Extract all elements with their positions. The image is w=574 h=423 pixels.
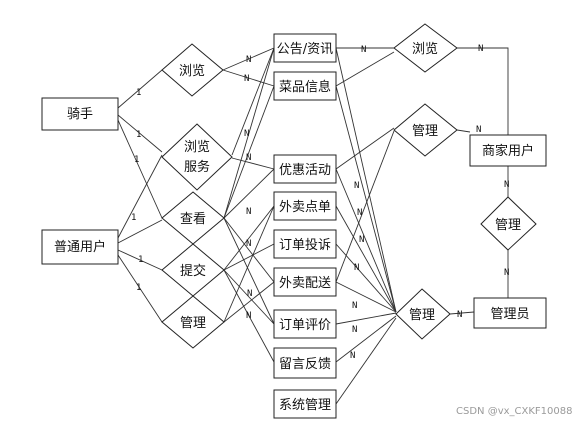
cardinality-many: N — [504, 180, 509, 190]
cardinality-one: 1 — [131, 213, 136, 223]
cardinality-many: N — [246, 55, 251, 65]
cardinality-one: 1 — [136, 283, 141, 293]
relationship-browse-left-label: 浏览 — [179, 63, 205, 79]
entity-system-mgmt: 系统管理 — [273, 389, 337, 419]
cardinality-labels: 1 1 1 1 1 1 N N N N N N N N N N N N N N … — [131, 44, 509, 361]
entity-merchant-label: 商家用户 — [482, 143, 534, 159]
cardinality-many: N — [361, 45, 366, 55]
connector-lines — [117, 47, 509, 405]
entity-merchant: 商家用户 — [469, 134, 547, 167]
entity-delivery: 外卖配送 — [273, 267, 337, 297]
entity-order-complaint: 订单投诉 — [273, 229, 337, 259]
cardinality-one: 1 — [136, 88, 141, 98]
entity-order-review-label: 订单评价 — [279, 318, 331, 333]
cardinality-many: N — [354, 181, 359, 191]
entity-rider: 骑手 — [41, 97, 119, 131]
cardinality-one: 1 — [138, 255, 143, 265]
relationship-submit: 提交 — [161, 243, 225, 297]
relationship-browse-right: 浏览 — [393, 23, 458, 73]
entity-takeout-order: 外卖点单 — [273, 191, 337, 221]
entity-rider-label: 骑手 — [67, 107, 93, 122]
relationship-manage-left: 管理 — [161, 295, 225, 349]
relationship-browse-service-line1: 浏览 — [184, 139, 210, 155]
cardinality-many: N — [357, 208, 362, 218]
cardinality-many: N — [504, 268, 509, 278]
entity-feedback: 留言反馈 — [273, 347, 337, 379]
relationship-manage-admin: 管理 — [395, 288, 451, 340]
entity-normal-user: 普通用户 — [41, 229, 119, 265]
entity-takeout-order-label: 外卖点单 — [279, 200, 331, 215]
entity-system-mgmt-label: 系统管理 — [279, 398, 331, 413]
entity-announcement: 公告/资讯 — [273, 33, 337, 63]
relationship-browse-right-label: 浏览 — [412, 41, 438, 57]
entity-admin-label: 管理员 — [490, 307, 529, 322]
entity-announcement-label: 公告/资讯 — [277, 42, 333, 57]
relationship-manage-admin-label: 管理 — [409, 308, 435, 323]
relationship-manage-between-label: 管理 — [495, 218, 521, 233]
cardinality-one: 1 — [136, 130, 141, 140]
relationship-manage-left-label: 管理 — [180, 316, 206, 331]
cardinality-many: N — [246, 239, 251, 249]
relationship-view: 查看 — [161, 191, 225, 245]
entity-order-review: 订单评价 — [273, 309, 337, 339]
cardinality-many: N — [246, 153, 251, 163]
entity-dish-info-label: 菜品信息 — [279, 79, 331, 95]
entity-normal-user-label: 普通用户 — [54, 239, 106, 255]
cardinality-many: N — [352, 301, 357, 311]
cardinality-many: N — [246, 311, 251, 321]
cardinality-many: N — [359, 235, 364, 245]
cardinality-one: 1 — [134, 155, 139, 165]
entity-delivery-label: 外卖配送 — [279, 276, 331, 291]
entity-order-complaint-label: 订单投诉 — [279, 237, 331, 253]
relationship-manage-merchant-label: 管理 — [412, 124, 438, 139]
cardinality-many: N — [246, 207, 251, 217]
entity-admin: 管理员 — [473, 297, 547, 329]
cardinality-many: N — [476, 125, 481, 135]
cardinality-many: N — [478, 44, 483, 54]
watermark: CSDN @vx_CXKF10088 — [456, 406, 572, 417]
cardinality-many: N — [350, 351, 355, 361]
entity-promotion: 优惠活动 — [273, 154, 337, 184]
relationship-manage-merchant: 管理 — [393, 103, 458, 157]
relationship-browse-service: 浏览 服务 — [161, 123, 233, 191]
relationship-browse-service-line2: 服务 — [184, 159, 210, 175]
relationship-view-label: 查看 — [180, 211, 206, 227]
cardinality-many: N — [244, 129, 249, 139]
cardinality-many: N — [352, 325, 357, 335]
cardinality-many: N — [244, 74, 249, 84]
entity-feedback-label: 留言反馈 — [279, 357, 331, 372]
relationship-browse-left: 浏览 — [161, 43, 224, 97]
cardinality-many: N — [247, 289, 252, 299]
relationship-manage-between: 管理 — [480, 196, 537, 251]
relationship-submit-label: 提交 — [180, 263, 206, 279]
entity-promotion-label: 优惠活动 — [279, 163, 331, 178]
entity-dish-info: 菜品信息 — [273, 71, 337, 101]
cardinality-many: N — [354, 263, 359, 273]
cardinality-many: N — [457, 310, 462, 320]
